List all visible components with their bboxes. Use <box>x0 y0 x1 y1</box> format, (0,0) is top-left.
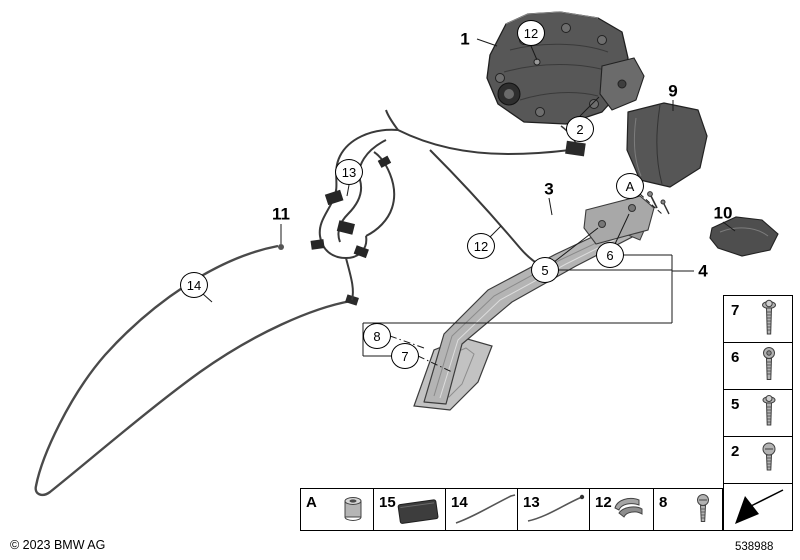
callout-circle-12-a[interactable]: 12 <box>517 20 545 46</box>
legend-row-label: 7 <box>731 302 740 319</box>
legend-table-right: 7 6 5 <box>723 295 793 531</box>
legend-row-label: 6 <box>731 349 740 366</box>
callout-label-1[interactable]: 1 <box>460 29 470 49</box>
legend-cell-A[interactable]: A <box>301 489 373 530</box>
cable-strap-icon <box>455 493 516 524</box>
callout-circle-7[interactable]: 7 <box>391 343 419 369</box>
screw-long-icon <box>762 299 776 335</box>
mounting-plate-part <box>583 195 655 245</box>
legend-cell-label: 14 <box>451 494 468 511</box>
direction-arrow-icon <box>735 489 784 524</box>
harness-connectors <box>310 140 586 259</box>
callout-circle-12-b[interactable]: 12 <box>467 233 495 259</box>
callout-circle-6[interactable]: 6 <box>596 242 624 268</box>
screw-icon <box>763 347 775 380</box>
callout-circle-13[interactable]: 13 <box>335 159 363 185</box>
cable-strap-icon <box>527 494 585 522</box>
legend-row-direction[interactable] <box>724 484 792 530</box>
legend-cell-label: 15 <box>379 494 396 511</box>
legend-row-label: 2 <box>731 443 740 460</box>
foam-pad-icon <box>397 498 439 524</box>
legend-cell-15[interactable]: 15 <box>373 489 445 530</box>
small-screws <box>647 191 670 215</box>
bushing-sleeve-icon <box>344 496 362 521</box>
legend-row-label: 5 <box>731 396 740 413</box>
legend-cell-13[interactable]: 13 <box>517 489 589 530</box>
legend-cell-label: 8 <box>659 494 668 511</box>
legend-row-2[interactable]: 2 <box>724 437 792 484</box>
legend-cell-label: A <box>306 494 317 511</box>
screw-short-icon <box>762 442 776 471</box>
legend-row-5[interactable]: 5 <box>724 390 792 437</box>
side-bracket-part <box>599 57 645 111</box>
callout-circle-14[interactable]: 14 <box>180 272 208 298</box>
callout-circle-5[interactable]: 5 <box>531 257 559 283</box>
legend-cell-8[interactable]: 8 <box>653 489 722 530</box>
callout-circle-8[interactable]: 8 <box>363 323 391 349</box>
cover-part <box>626 102 708 188</box>
legend-cell-14[interactable]: 14 <box>445 489 517 530</box>
callout-circle-A[interactable]: A <box>616 173 644 199</box>
callout-label-9[interactable]: 9 <box>668 81 678 101</box>
document-number: 538988 <box>735 541 774 553</box>
callout-label-10[interactable]: 10 <box>713 203 733 223</box>
leader-lines <box>202 38 736 373</box>
screw-icon <box>762 395 776 426</box>
callout-label-3[interactable]: 3 <box>544 179 554 199</box>
legend-row-6[interactable]: 6 <box>724 343 792 390</box>
callout-label-11[interactable]: 11 <box>272 204 290 224</box>
legend-cell-label: 12 <box>595 494 612 511</box>
legend-table-bottom: A 15 14 13 <box>300 488 723 531</box>
legend-cell-label: 13 <box>523 494 540 511</box>
clip-icon <box>614 497 643 518</box>
screw-icon <box>697 493 709 522</box>
legend-cell-12[interactable]: 12 <box>589 489 653 530</box>
callout-circle-2[interactable]: 2 <box>566 116 594 142</box>
legend-row-7[interactable]: 7 <box>724 296 792 343</box>
callout-label-4[interactable]: 4 <box>698 261 708 281</box>
cap-part <box>709 216 779 257</box>
copyright-text: © 2023 BMW AG <box>10 538 106 552</box>
